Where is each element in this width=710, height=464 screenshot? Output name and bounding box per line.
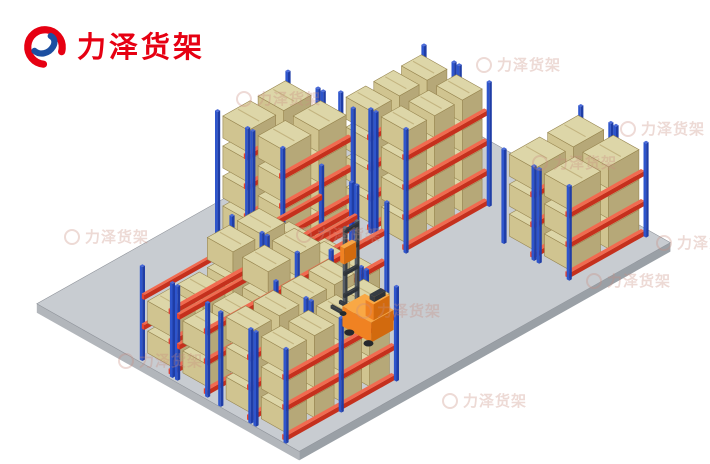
logo-swoosh-icon [24,26,66,68]
rack-right [501,104,649,281]
forklift [330,219,394,347]
company-logo: 力泽货架 [22,24,205,70]
logo-text: 力泽货架 [77,29,206,64]
